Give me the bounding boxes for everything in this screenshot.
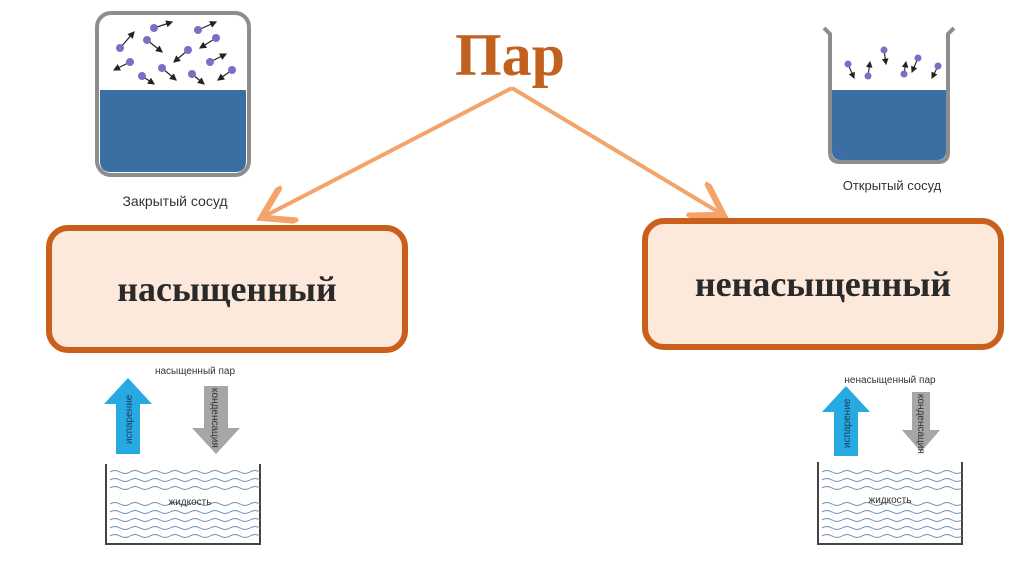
evaporation-label-left: испарение	[124, 394, 135, 444]
unsaturated-exchange-diagram: испарение конденсация	[817, 386, 963, 545]
open-vessel-molecules	[847, 49, 939, 80]
evaporation-label-right: испарение	[842, 398, 853, 448]
open-vessel-caption: Открытый сосуд	[842, 178, 942, 193]
page-title: Пар	[454, 22, 566, 88]
closed-vessel-caption: Закрытый сосуд	[122, 193, 228, 209]
condensation-label-left: конденсация	[209, 388, 220, 448]
liquid-label-right: жидкость	[868, 495, 912, 506]
unsaturated-box: ненасыщенный	[642, 218, 1004, 350]
saturated-box: насыщенный	[46, 225, 408, 353]
liquid-label-left: жидкость	[168, 497, 212, 508]
open-vessel-illustration	[822, 26, 956, 164]
unsaturated-label: ненасыщенный	[694, 264, 952, 304]
saturated-exchange-diagram: испарение конденсация	[104, 378, 261, 545]
arrow-to-unsaturated	[510, 86, 720, 213]
unsaturated-vapor-label: ненасыщенный пар	[844, 375, 936, 386]
saturated-vapor-label: насыщенный пар	[154, 366, 236, 377]
closed-vessel-illustration	[95, 11, 251, 177]
arrow-to-saturated	[265, 86, 513, 216]
condensation-label-right: конденсация	[915, 394, 926, 454]
saturated-label: насыщенный	[117, 269, 337, 309]
